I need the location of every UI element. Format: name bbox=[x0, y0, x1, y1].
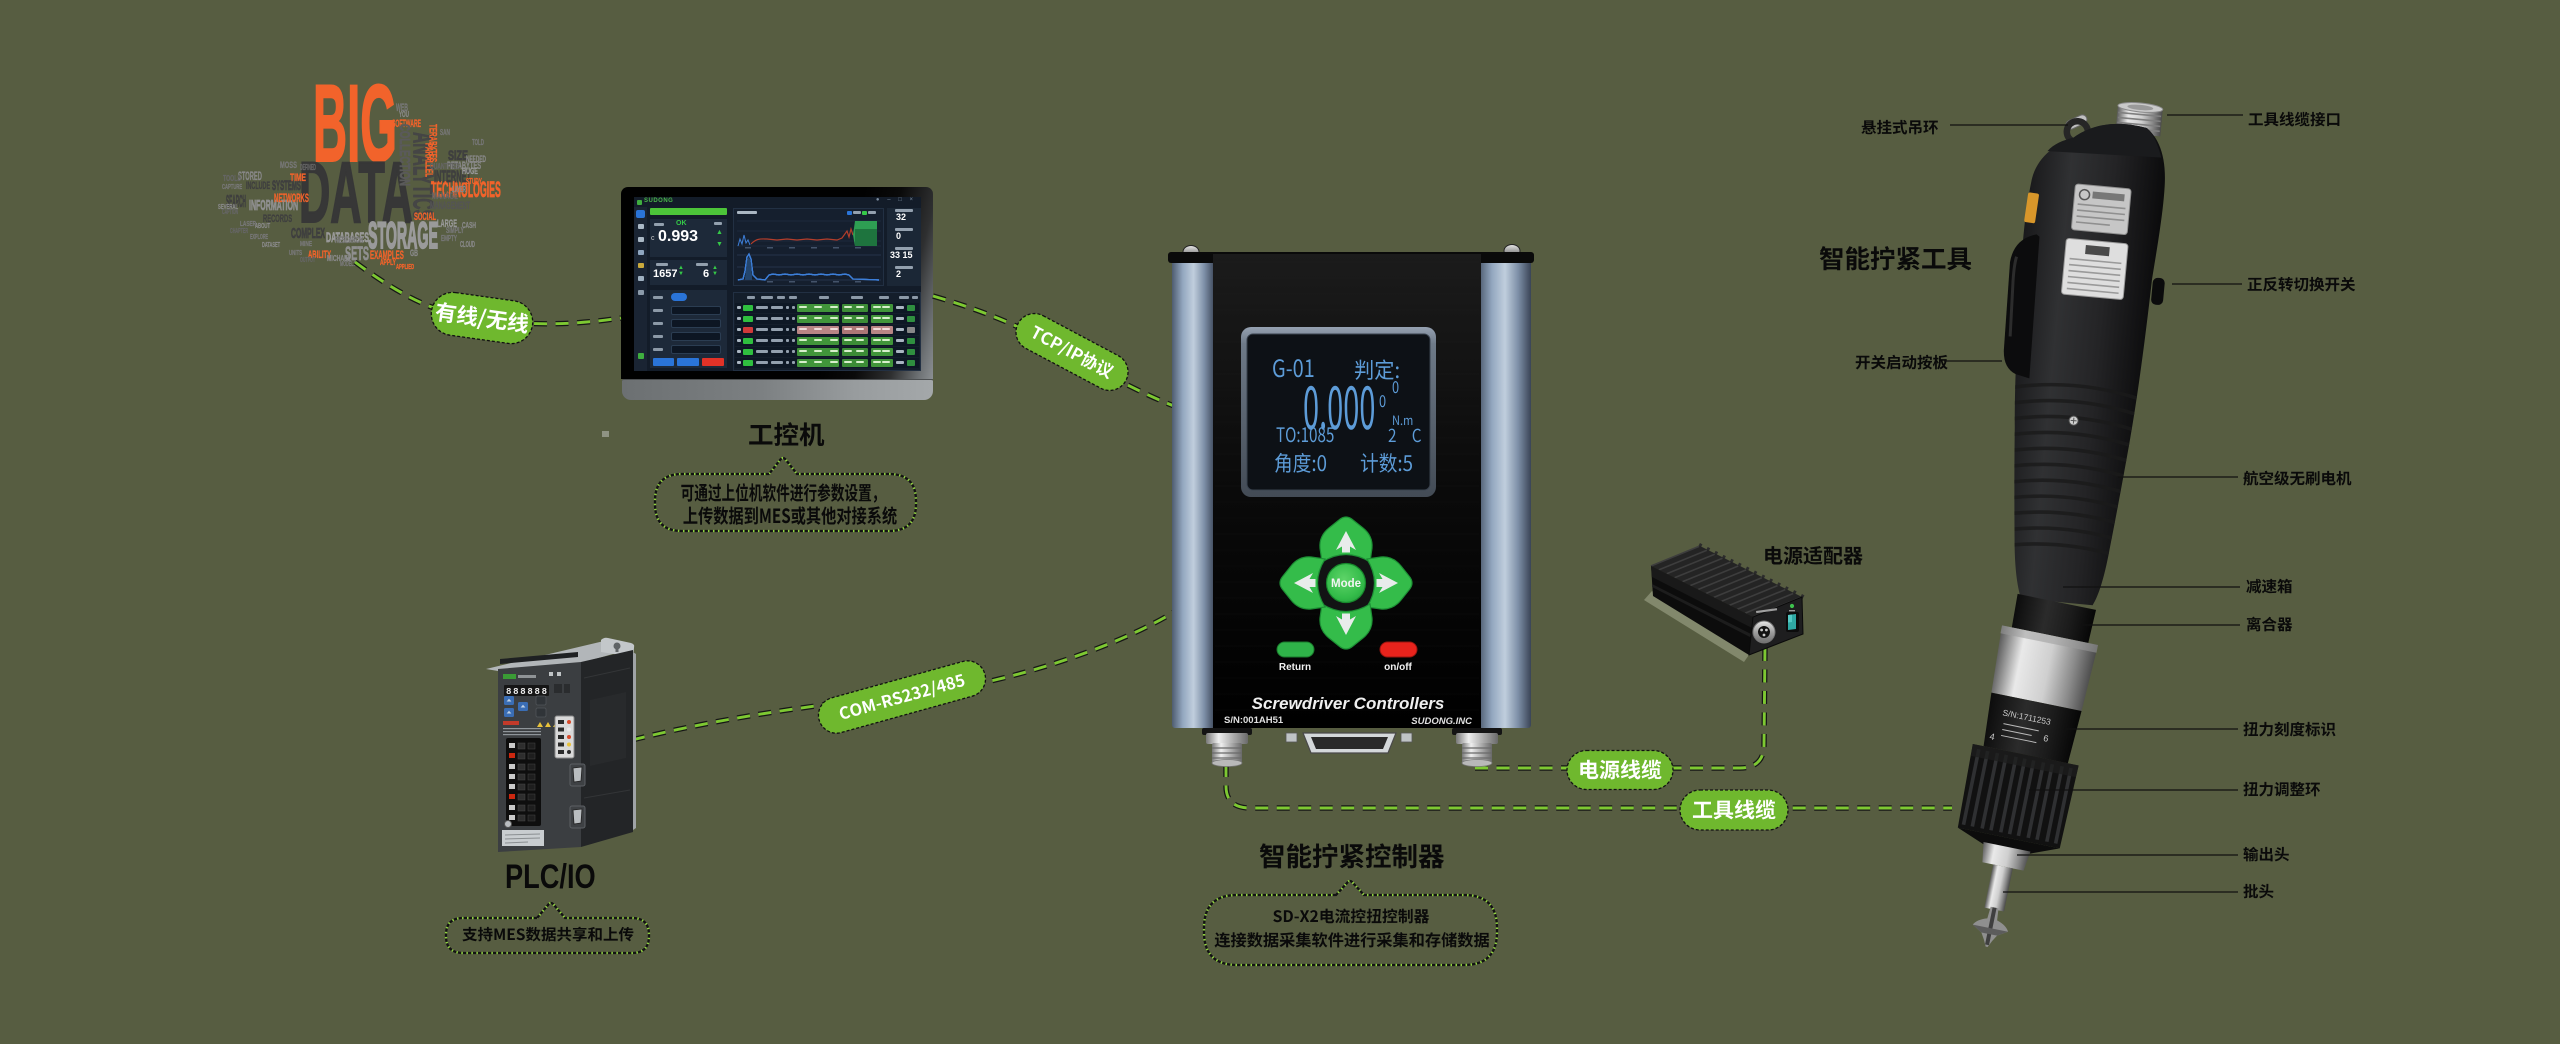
svg-text:888888: 888888 bbox=[506, 687, 547, 697]
svg-text:S/N:001AH51: S/N:001AH51 bbox=[1224, 715, 1284, 726]
svg-text:4: 4 bbox=[1989, 731, 1996, 742]
svg-text:Return: Return bbox=[1279, 662, 1311, 673]
svg-text:Mode: Mode bbox=[1331, 578, 1361, 590]
svg-text:SUDONG.INC: SUDONG.INC bbox=[1411, 716, 1472, 727]
svg-text:on/off: on/off bbox=[1384, 662, 1412, 673]
svg-text:6: 6 bbox=[2042, 733, 2049, 744]
svg-text:Screwdriver Controllers: Screwdriver Controllers bbox=[1252, 694, 1445, 713]
